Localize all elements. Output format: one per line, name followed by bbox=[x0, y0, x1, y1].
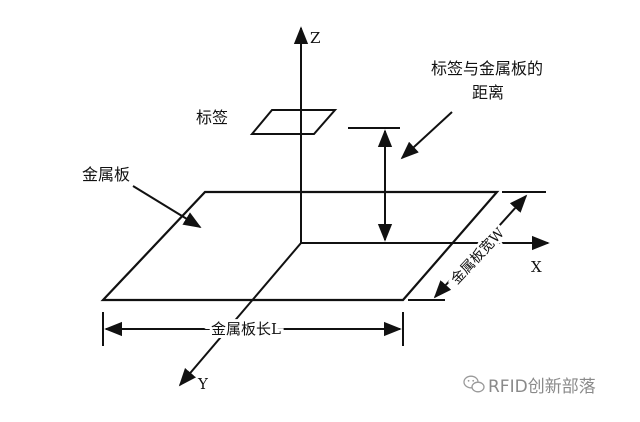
tag-label: 标签 bbox=[196, 108, 228, 127]
metal-plate-label: 金属板 bbox=[82, 165, 130, 184]
axis-y-label: Y bbox=[197, 375, 209, 393]
distance-label-line1: 标签与金属板的 bbox=[431, 59, 543, 78]
plate-length-label: 金属板长L bbox=[211, 320, 281, 338]
plate-width-label: 金属板宽W bbox=[447, 224, 508, 288]
axis-x-label: X bbox=[531, 258, 542, 276]
wechat-icon bbox=[463, 375, 485, 393]
metal-plate-pointer-arrow bbox=[132, 185, 202, 228]
distance-pointer-arrow bbox=[400, 111, 453, 160]
metal-plate bbox=[100, 190, 500, 302]
axis-z-label: Z bbox=[310, 29, 320, 47]
y-axis bbox=[178, 242, 302, 387]
tag-shape bbox=[249, 109, 338, 135]
watermark-text: RFID创新部落 bbox=[488, 377, 596, 397]
width-dimension bbox=[433, 194, 528, 299]
distance-label-line2: 距离 bbox=[472, 83, 504, 102]
